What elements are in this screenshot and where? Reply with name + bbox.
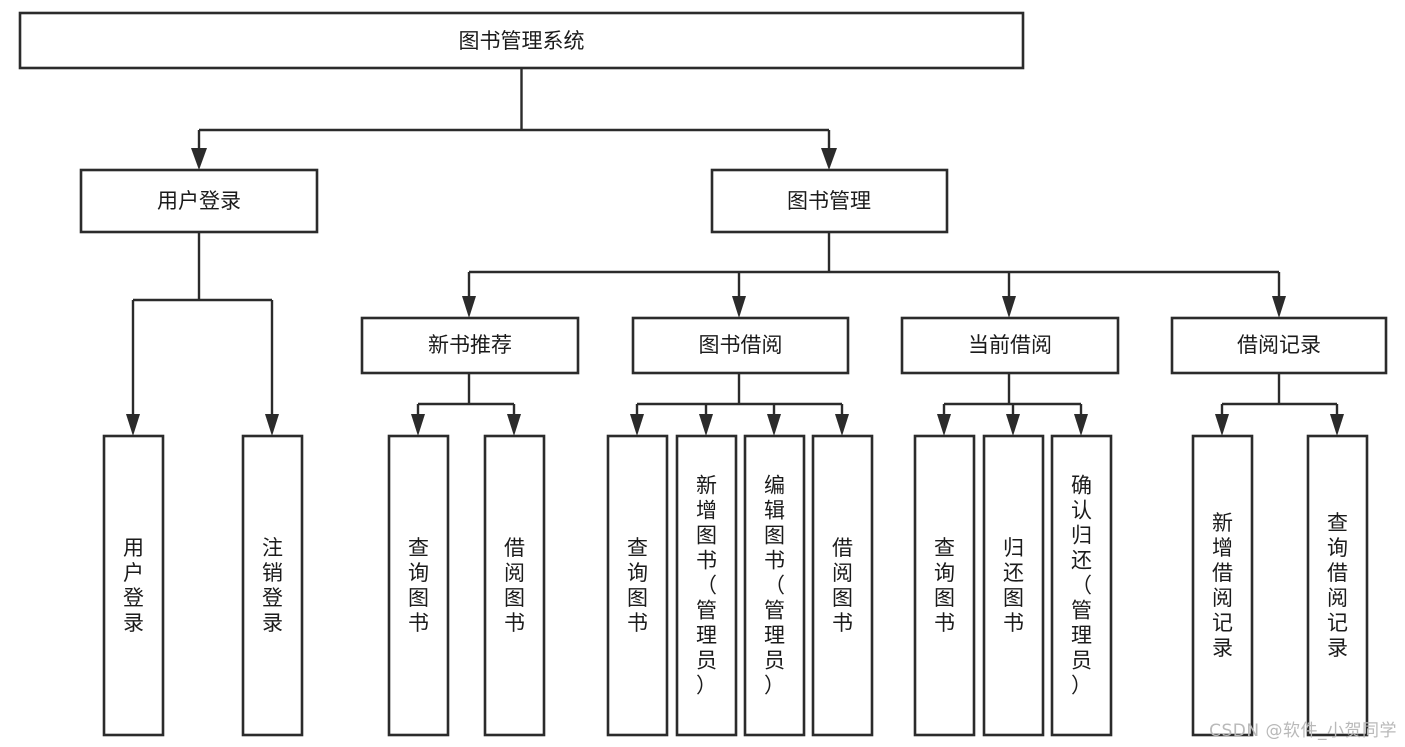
leaf-label: 查询图书 bbox=[627, 536, 648, 635]
leaf-box[interactable] bbox=[675, 434, 738, 737]
book-borrow-label: 图书借阅 bbox=[699, 333, 783, 357]
leaf-box[interactable] bbox=[982, 434, 1045, 737]
user-login-label: 用户登录 bbox=[157, 189, 241, 213]
arrow-bookmanage-to-current-borrow bbox=[1002, 296, 1016, 318]
root-label: 图书管理系统 bbox=[459, 29, 585, 53]
leaf-box[interactable] bbox=[241, 434, 304, 737]
watermark-label: CSDN @软件_小贺同学 bbox=[1209, 721, 1397, 741]
edge-group bbox=[126, 68, 1344, 436]
leaf-box[interactable] bbox=[913, 434, 976, 737]
leaf-label: 借阅图书 bbox=[504, 536, 525, 635]
book-manage-label: 图书管理 bbox=[787, 189, 871, 213]
leaf-box[interactable] bbox=[743, 434, 806, 737]
arrow-currentborrow-leaf-3 bbox=[1074, 414, 1088, 436]
arrow-newbook-leaf-2 bbox=[507, 414, 521, 436]
leaf-label: 查询借阅记录 bbox=[1327, 511, 1348, 660]
new-book-recommend-box[interactable] bbox=[360, 316, 580, 375]
leaf-label: 借阅图书 bbox=[832, 536, 853, 635]
arrow-root-to-book-manage bbox=[821, 148, 837, 170]
arrow-bookborrow-leaf-1 bbox=[630, 414, 644, 436]
leaf-book-borrow-1[interactable]: 查询图书 bbox=[606, 434, 669, 737]
node-book-borrow[interactable]: 图书借阅 bbox=[631, 316, 850, 375]
arrow-bookmanage-to-borrow-record bbox=[1272, 296, 1286, 318]
leaf-label: 新增借阅记录 bbox=[1212, 511, 1233, 660]
leaf-current-borrow-1[interactable]: 查询图书 bbox=[913, 434, 976, 737]
leaf-box[interactable] bbox=[1191, 434, 1254, 737]
leaf-label: 编辑图书（管理员） bbox=[764, 474, 785, 698]
node-root[interactable]: 图书管理系统 bbox=[18, 11, 1025, 70]
arrow-currentborrow-leaf-1 bbox=[937, 414, 951, 436]
arrow-bookborrow-leaf-2 bbox=[699, 414, 713, 436]
arrow-borrowrecord-leaf-2 bbox=[1330, 414, 1344, 436]
leaf-box[interactable] bbox=[483, 434, 546, 737]
borrow-record-box[interactable] bbox=[1170, 316, 1388, 375]
leaf-user-login-1[interactable]: 用户登录 bbox=[102, 434, 165, 737]
arrow-bookborrow-leaf-3 bbox=[767, 414, 781, 436]
leaf-label: 新增图书（管理员） bbox=[696, 474, 717, 698]
node-user-login[interactable]: 用户登录 bbox=[79, 168, 319, 234]
leaf-label: 查询图书 bbox=[408, 536, 429, 635]
arrow-newbook-leaf-1 bbox=[411, 414, 425, 436]
user-login-box[interactable] bbox=[79, 168, 319, 234]
arrow-borrowrecord-leaf-1 bbox=[1215, 414, 1229, 436]
leaf-user-login-2[interactable]: 注销登录 bbox=[241, 434, 304, 737]
book-manage-box[interactable] bbox=[710, 168, 949, 234]
borrow-record-label: 借阅记录 bbox=[1237, 333, 1321, 357]
leaf-book-borrow-4[interactable]: 借阅图书 bbox=[811, 434, 874, 737]
leaf-box[interactable] bbox=[1306, 434, 1369, 737]
leaf-new-book-2[interactable]: 借阅图书 bbox=[483, 434, 546, 737]
arrow-currentborrow-leaf-2 bbox=[1006, 414, 1020, 436]
leaf-borrow-record-2[interactable]: 查询借阅记录 bbox=[1306, 434, 1369, 737]
leaf-label: 用户登录 bbox=[123, 536, 144, 635]
leaf-box[interactable] bbox=[102, 434, 165, 737]
arrow-bookborrow-leaf-4 bbox=[835, 414, 849, 436]
node-borrow-record[interactable]: 借阅记录 bbox=[1170, 316, 1388, 375]
leaf-new-book-1[interactable]: 查询图书 bbox=[387, 434, 450, 737]
arrow-root-to-user-login bbox=[191, 148, 207, 170]
book-borrow-box[interactable] bbox=[631, 316, 850, 375]
arrow-userlogin-leaf-1 bbox=[126, 414, 140, 436]
leaf-current-borrow-2[interactable]: 归还图书 bbox=[982, 434, 1045, 737]
leaf-label: 查询图书 bbox=[934, 536, 955, 635]
node-new-book-recommend[interactable]: 新书推荐 bbox=[360, 316, 580, 375]
leaf-box[interactable] bbox=[1050, 434, 1113, 737]
leaf-current-borrow-3[interactable]: 确认归还（管理员） bbox=[1050, 434, 1113, 737]
current-borrow-box[interactable] bbox=[900, 316, 1120, 375]
node-current-borrow[interactable]: 当前借阅 bbox=[900, 316, 1120, 375]
arrow-bookmanage-to-new-book bbox=[462, 296, 476, 318]
leaf-book-borrow-2[interactable]: 新增图书（管理员） bbox=[675, 434, 738, 737]
root-box[interactable] bbox=[18, 11, 1025, 70]
leaf-box[interactable] bbox=[387, 434, 450, 737]
leaf-box[interactable] bbox=[606, 434, 669, 737]
leaf-label: 注销登录 bbox=[262, 536, 283, 635]
leaf-label: 确认归还（管理员） bbox=[1071, 474, 1092, 698]
new-book-recommend-label: 新书推荐 bbox=[428, 333, 512, 357]
arrow-userlogin-leaf-2 bbox=[265, 414, 279, 436]
leaf-label: 归还图书 bbox=[1003, 536, 1024, 635]
arrow-bookmanage-to-book-borrow bbox=[732, 296, 746, 318]
leaf-borrow-record-1[interactable]: 新增借阅记录 bbox=[1191, 434, 1254, 737]
leaf-box[interactable] bbox=[811, 434, 874, 737]
current-borrow-label: 当前借阅 bbox=[968, 333, 1052, 357]
node-book-manage[interactable]: 图书管理 bbox=[710, 168, 949, 234]
leaf-book-borrow-3[interactable]: 编辑图书（管理员） bbox=[743, 434, 806, 737]
